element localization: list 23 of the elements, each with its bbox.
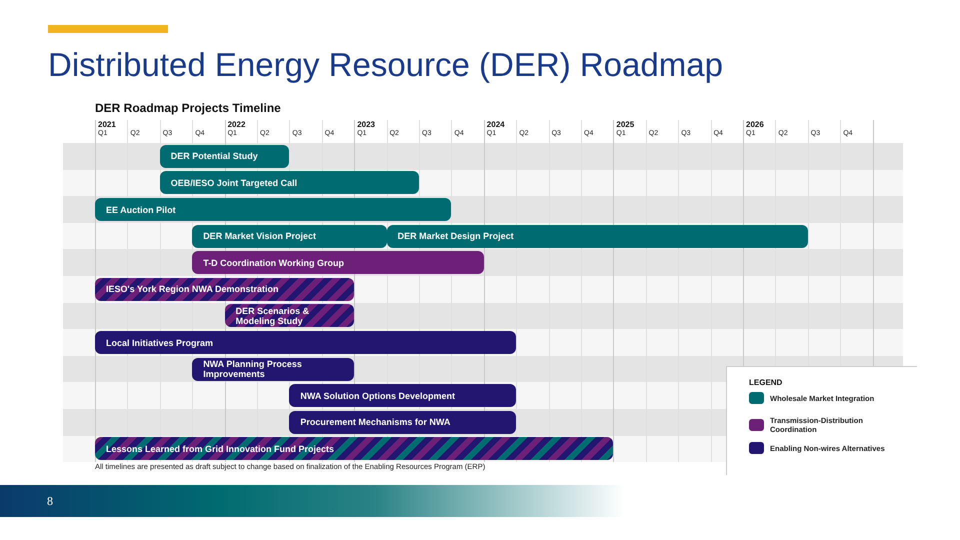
year-label: 2025	[616, 120, 634, 129]
timeline-bar: NWA Solution Options Development	[289, 384, 516, 408]
timeline-bar: T-D Coordination Working Group	[192, 251, 484, 274]
year-label: 2021	[98, 120, 116, 129]
year-label: 2023	[357, 120, 375, 129]
timeline-bar: DER Potential Study	[160, 144, 290, 168]
timeline-bar: Procurement Mechanisms for NWA	[289, 410, 516, 434]
chart-title: DER Roadmap Projects Timeline	[95, 101, 281, 115]
timeline-bar: OEB/IESO Joint Targeted Call	[160, 171, 419, 194]
page-number: 8	[47, 494, 53, 509]
timeline-bar: EE Auction Pilot	[95, 198, 452, 221]
timeline-bar: DER Scenarios & Modeling Study	[224, 304, 354, 328]
timeline-bar: DER Market Design Project	[386, 224, 808, 248]
year-label: 2022	[228, 120, 246, 129]
timeline-bar: DER Market Vision Project	[192, 224, 387, 248]
timeline-bar: NWA Planning Process Improvements	[192, 358, 354, 381]
slide-title: Distributed Energy Resource (DER) Roadmap	[48, 46, 723, 84]
timeline-bar: Local Initiatives Program	[95, 331, 516, 354]
timeline-bar: Lessons Learned from Grid Innovation Fund Projects	[95, 437, 614, 460]
legend-heading: LEGEND	[749, 378, 782, 387]
timeline-bar: IESO's York Region NWA Demonstration	[95, 278, 354, 301]
year-label: 2024	[486, 120, 505, 129]
year-label: 2026	[746, 120, 764, 129]
